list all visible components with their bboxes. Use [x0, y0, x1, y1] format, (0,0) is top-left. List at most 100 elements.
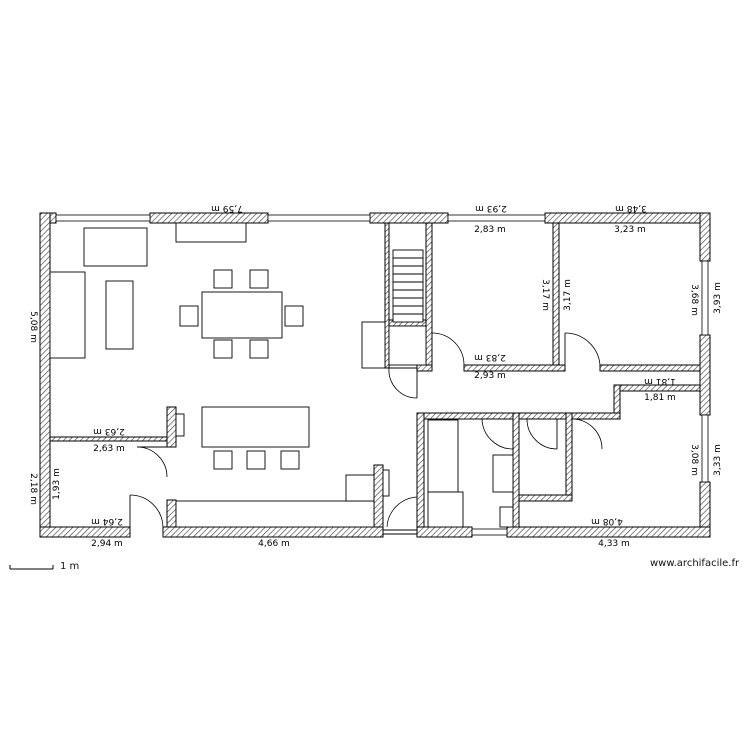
wall-hall-top-2 — [463, 364, 566, 372]
dimension-labels: 7,59 m 2,93 m 3,48 m 2,83 m 3,23 m 5,08 … — [28, 203, 723, 549]
interior-walls — [49, 222, 701, 528]
cabinet — [361, 321, 386, 369]
wall-left-room-right — [166, 406, 177, 448]
dim-bedroom2-height-outer: 3,93 m — [713, 282, 723, 314]
wall-bottom-2 — [162, 526, 384, 538]
wall-hall-bottom-2 — [423, 412, 621, 420]
coffee-table — [83, 227, 148, 267]
wall-left-1 — [39, 212, 51, 538]
door-entry-arc — [386, 496, 418, 528]
door-bedroom1-arc — [431, 332, 465, 366]
wc — [499, 506, 514, 528]
dim-bedroom3-height-outer: 3,33 m — [713, 444, 723, 476]
window-bottom-1 — [471, 528, 508, 536]
dim-bedroom2-width: 3,23 m — [614, 225, 646, 235]
door-bottom-left-arc — [129, 494, 164, 528]
wall-wc-bottom — [518, 494, 573, 502]
washbasin — [492, 454, 514, 493]
fridge — [345, 474, 375, 502]
dim-bedroom1-height: 3,17 m — [540, 279, 550, 311]
dim-left-room-top: 2,63 m — [93, 426, 125, 436]
chair — [213, 339, 233, 359]
wall-left-room-right2 — [166, 499, 177, 528]
furniture — [49, 222, 514, 528]
doors — [129, 332, 603, 535]
site-watermark[interactable]: www.archifacile.fr — [650, 558, 740, 569]
door-wc-arc — [526, 418, 558, 450]
window-top-2 — [267, 214, 371, 222]
wall-right-1 — [699, 212, 711, 262]
closet — [388, 325, 427, 366]
wall-top-3 — [369, 212, 449, 224]
dim-left-room-inner: 1,93 m — [52, 468, 62, 500]
side-table — [105, 280, 134, 350]
wall-hall-right — [613, 384, 621, 416]
scale-label: 1 m — [60, 561, 80, 572]
wall-left-room-top — [49, 436, 169, 442]
stool — [246, 450, 266, 470]
dim-small-top: 1,81 m — [644, 376, 676, 386]
dim-top-middle: 2,93 m — [475, 203, 507, 213]
door-bedroom2-arc — [564, 332, 601, 366]
wall-bottom-4 — [506, 526, 711, 538]
dim-top-left: 7,59 m — [211, 203, 243, 213]
shower — [427, 491, 464, 528]
wall-bed1-left — [425, 222, 433, 369]
dim-bedroom1-height-inner: 3,17 m — [563, 279, 573, 311]
dim-bedroom2-height: 3,68 m — [689, 284, 699, 316]
chair — [213, 269, 233, 289]
window-right-1 — [701, 260, 709, 336]
stair-outline — [392, 249, 424, 323]
dim-top-right: 3,48 m — [615, 203, 647, 213]
dim-bedroom1-width: 2,83 m — [474, 225, 506, 235]
window-top-1 — [55, 214, 151, 222]
wall-wc-right — [565, 412, 573, 502]
wall-bottom-1 — [39, 526, 131, 538]
dim-bottom-right: 4,33 m — [598, 539, 630, 549]
dim-hall-top: 2,83 m — [474, 352, 506, 362]
wall-bath-left — [416, 412, 425, 528]
scale-bar — [9, 565, 54, 570]
bathtub — [427, 419, 459, 493]
door-hall-arc — [388, 367, 418, 399]
wall-stair-left — [384, 222, 390, 369]
dining-table — [201, 291, 283, 339]
wall-bath-mid — [512, 412, 520, 528]
door-left-room-arc — [136, 446, 168, 478]
wall-top-4 — [544, 212, 711, 224]
window-top-3 — [447, 214, 546, 222]
wall-entry-pillar — [373, 464, 384, 528]
chair — [284, 305, 304, 327]
staircase — [392, 249, 424, 323]
dim-left-room-bottom: 2,63 m — [93, 444, 125, 454]
sofa — [49, 271, 86, 359]
dim-bottom-middle: 4,66 m — [258, 539, 290, 549]
door-bathroom-arc — [481, 418, 514, 450]
dim-bedroom3-height: 3,08 m — [689, 444, 699, 476]
dim-small-bottom: 1,81 m — [644, 393, 676, 403]
wall-hall-top-1 — [416, 364, 433, 372]
kitchen-counter — [175, 500, 375, 528]
wall-hall-top-3 — [599, 364, 701, 372]
dim-left-wall: 5,08 m — [28, 311, 38, 343]
chair — [179, 305, 199, 327]
windows — [55, 214, 709, 536]
cabinet-left-room — [175, 413, 185, 437]
wall-top-2 — [149, 212, 269, 224]
window-right-2 — [701, 414, 709, 483]
dim-hall-bottom: 2,93 m — [474, 371, 506, 381]
kitchen-island — [201, 406, 310, 448]
dim-bottom-left-top: 2,64 m — [91, 516, 123, 526]
cabinet-entry — [382, 469, 390, 497]
tv-unit — [175, 222, 247, 243]
stool — [280, 450, 300, 470]
wall-bottom-3 — [416, 526, 473, 538]
stool — [213, 450, 233, 470]
dim-bedroom3-top: 4,08 m — [591, 516, 623, 526]
wall-right-2 — [699, 334, 711, 416]
dim-bottom-left: 2,94 m — [91, 539, 123, 549]
chair — [249, 269, 269, 289]
door-bedroom3-arc — [571, 418, 603, 450]
wall-bed1-bed2 — [552, 222, 560, 369]
